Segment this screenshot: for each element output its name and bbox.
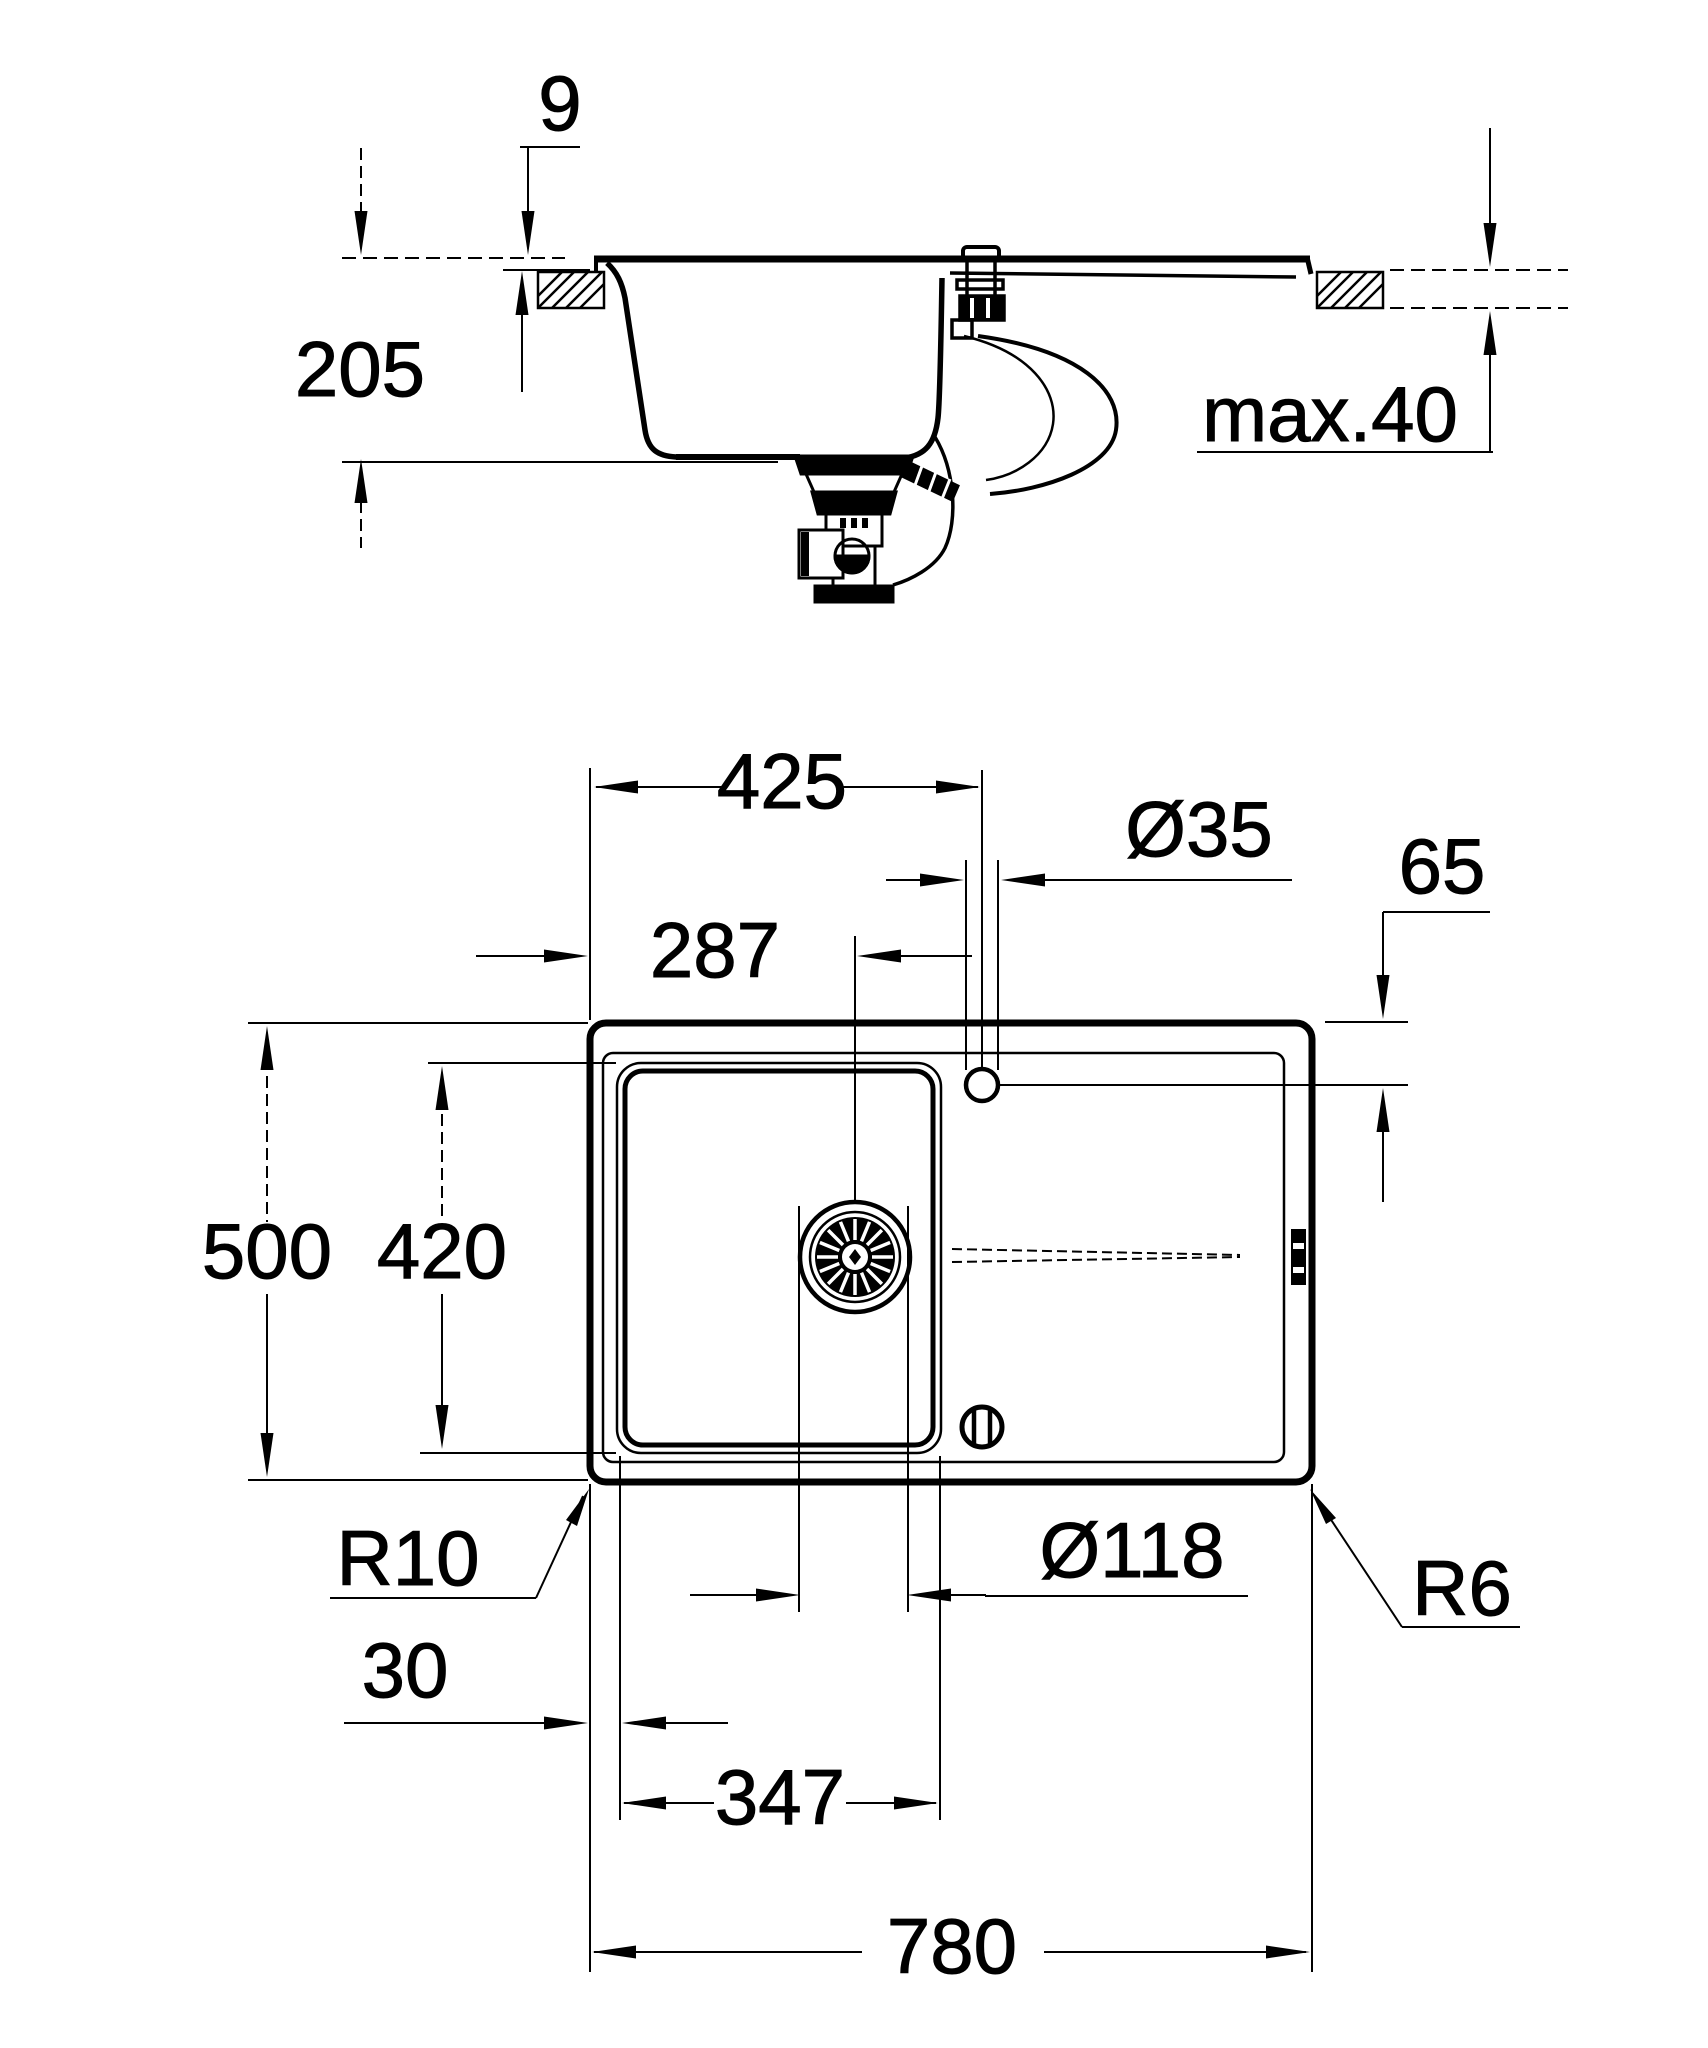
- dim-bowl-inset: [344, 1716, 728, 1730]
- dim-counter-thickness: [1197, 128, 1497, 453]
- dim-faucet-from-edge: [1376, 911, 1490, 1202]
- dim-bowl-width: [622, 1796, 938, 1810]
- bowl: [615, 1061, 943, 1455]
- dim-425-label: 425: [717, 737, 847, 825]
- dim-faucet-hole-dia: [886, 873, 1292, 887]
- dim-30-label: 30: [362, 1626, 449, 1714]
- dim-o118-label: Ø118: [1039, 1506, 1224, 1594]
- dim-780-label: 780: [887, 1902, 1017, 1990]
- dim-9-label: 9: [538, 59, 581, 147]
- dim-bowl-depth-section: [354, 148, 368, 548]
- dim-overall-width: [592, 1945, 1310, 1959]
- side-view: 9 205 max.40: [294, 59, 1568, 604]
- dim-max40-label: max.40: [1202, 370, 1458, 458]
- edge-marker: [1291, 1229, 1306, 1285]
- dim-drain-dia: [690, 1588, 1248, 1602]
- faucet-shank: [950, 245, 1006, 340]
- dim-r10-label: R10: [336, 1514, 479, 1602]
- faucet-hole: [963, 1066, 1001, 1104]
- extension-lines: [248, 768, 1408, 1972]
- callout-r10: [330, 1489, 589, 1599]
- dim-o35-label: Ø35: [1125, 785, 1272, 873]
- drain-strainer: [797, 1199, 913, 1315]
- reference-lines: [342, 257, 1568, 463]
- dim-65-label: 65: [1399, 822, 1486, 910]
- dim-bowl-depth: [435, 1066, 449, 1449]
- dim-overall-depth: [260, 1026, 274, 1477]
- supply-hoses: [892, 334, 1119, 587]
- dim-420-label: 420: [377, 1207, 507, 1295]
- countertop-section-right: [1315, 270, 1385, 310]
- dim-r6-label: R6: [1412, 1544, 1512, 1632]
- dim-500-label: 500: [202, 1207, 332, 1295]
- drainer-groove: [951, 1248, 1241, 1263]
- sink-rim-inner: [601, 1051, 1286, 1464]
- overflow-hole: [959, 1404, 1005, 1450]
- dim-rim-thickness: [515, 146, 580, 392]
- dim-faucet-from-left: [594, 780, 980, 794]
- callout-r6: [1310, 1489, 1520, 1628]
- drain-assembly: [792, 454, 960, 604]
- dim-287-label: 287: [650, 906, 780, 994]
- dim-347-label: 347: [715, 1753, 845, 1841]
- dim-205-label: 205: [295, 325, 425, 413]
- top-view: 425 Ø35 65 287: [201, 737, 1520, 1991]
- dim-drain-from-left: [476, 949, 972, 963]
- countertop-section-left: [536, 270, 606, 310]
- sink-profile: [594, 255, 1314, 461]
- sink-outline: [586, 1019, 1316, 1486]
